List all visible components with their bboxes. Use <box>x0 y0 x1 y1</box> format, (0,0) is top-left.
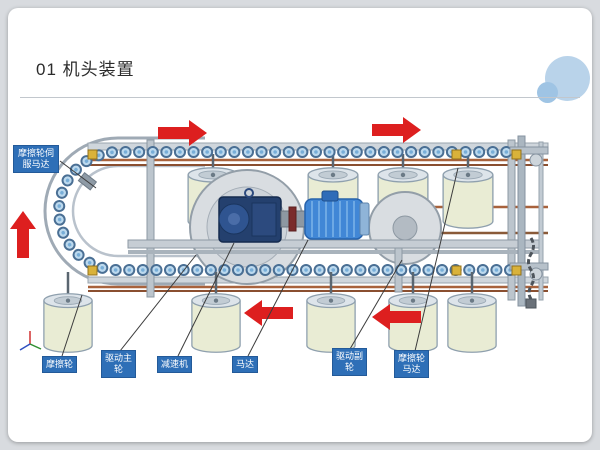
label-drive-sub-wheel: 驱动副轮 <box>332 348 367 376</box>
label-drive-main-wheel: 驱动主轮 <box>101 350 136 378</box>
drive-motor <box>304 190 370 240</box>
slide-title: 01 机头装置 <box>36 60 135 79</box>
roller-drum <box>306 293 356 353</box>
label-friction-wheel: 摩擦轮 <box>42 356 78 373</box>
rail-fittings <box>87 149 522 276</box>
shaft-coupling <box>280 206 306 232</box>
flow-arrow-bottom-center-left <box>244 300 293 326</box>
flow-arrows <box>10 117 421 330</box>
title-divider <box>20 97 580 98</box>
right-end-structure <box>509 135 549 309</box>
gearbox-reducer <box>218 188 282 243</box>
flow-arrow-top-left-right <box>158 120 207 146</box>
label-friction-wheel-motor: 摩擦轮马达 <box>394 350 429 378</box>
leader-lines <box>59 160 459 357</box>
flow-arrow-left-up <box>10 211 36 258</box>
label-reducer: 减速机 <box>157 356 193 373</box>
roller-drum <box>191 293 241 353</box>
top-roller-drums <box>187 154 494 229</box>
roller-drum <box>447 293 497 353</box>
label-motor: 马达 <box>232 356 259 373</box>
flow-arrow-bottom-right-left <box>372 304 421 330</box>
roller-drum <box>43 293 93 353</box>
bottom-roller-drums <box>43 272 497 353</box>
flow-arrow-top-right-right <box>372 117 421 143</box>
label-friction-wheel-servo-motor: 摩擦轮伺服马达 <box>13 145 59 173</box>
coordinate-axes-icon <box>19 331 42 351</box>
